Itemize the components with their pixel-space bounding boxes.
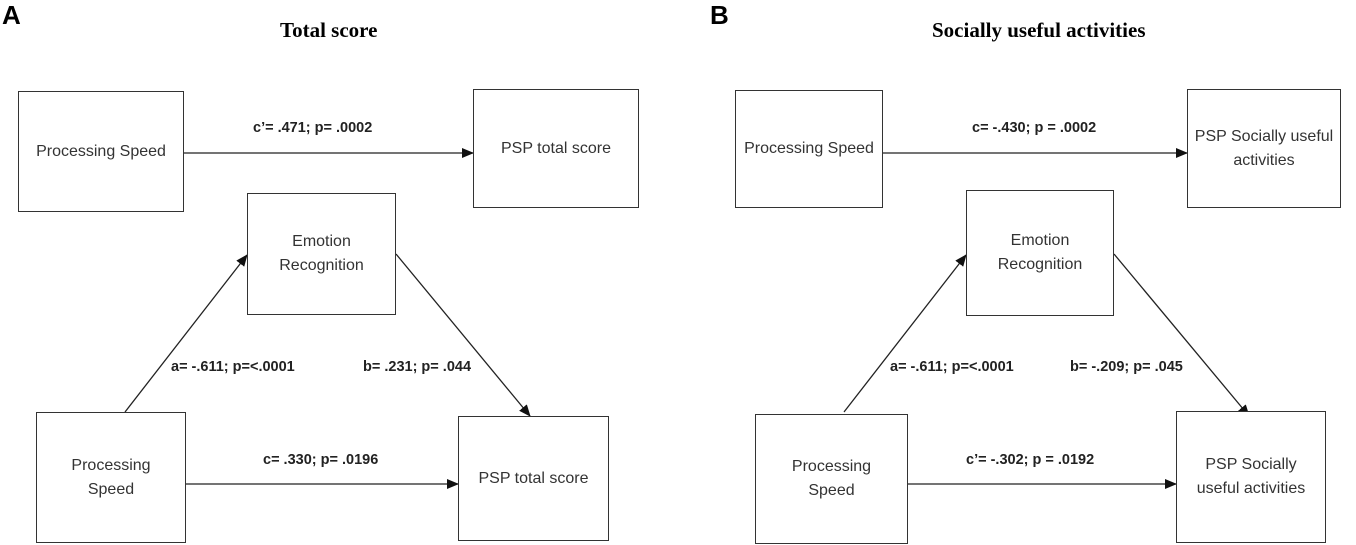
panel-a-top-predictor-label: Processing Speed — [36, 142, 166, 160]
panel-b-top-predictor-box: Processing Speed — [735, 90, 883, 208]
panel-a-bottom-predictor-box: Processing Speed — [36, 412, 186, 543]
panel-b-a-path-arrow — [843, 254, 967, 413]
panel-b-path-b-label: b= -.209; p= .045 — [1070, 359, 1183, 375]
panel-b-title: Socially useful activities — [932, 18, 1146, 42]
panel-a-b-path-arrow — [395, 253, 531, 417]
panel-a-bottom-outcome-label: PSP total score — [478, 469, 589, 487]
panel-a-letter: A — [2, 0, 21, 30]
panel-b-letter: B — [710, 0, 729, 30]
panel-a-bottom-outcome-box: PSP total score — [458, 416, 609, 541]
panel-a-path-b-label: b= .231; p= .044 — [363, 359, 472, 375]
panel-a-a-path-arrow — [124, 254, 248, 413]
panel-a-bottom-path-c-label: c= .330; p= .0196 — [263, 452, 379, 468]
panel-a-top-predictor-box: Processing Speed — [18, 91, 184, 212]
panel-b-bottom-outcome-box: PSP Socially useful activities — [1176, 411, 1326, 543]
panel-b-bottom-outcome-line1: PSP Socially — [1205, 456, 1297, 473]
panel-a: A Total score Processing Speed PSP total… — [2, 0, 639, 543]
panel-a-mediator-line1: Emotion — [292, 233, 351, 250]
panel-a-bottom-predictor-line2: Speed — [87, 480, 135, 498]
panel-b-bottom-path-c-label: c’= -.302; p = .0192 — [966, 452, 1095, 468]
panel-b-bottom-predictor-line1: Processing — [791, 458, 872, 475]
panel-a-top-path-c-label: c’= .471; p= .0002 — [253, 120, 373, 136]
panel-a-mediator-box: Emotion Recognition — [247, 193, 396, 315]
panel-b: B Socially useful activities Processing … — [710, 0, 1356, 545]
panel-a-arrows — [124, 148, 531, 489]
panel-b-bottom-predictor-line2: Speed — [808, 482, 855, 499]
panel-a-top-outcome-label: PSP total score — [501, 139, 611, 157]
panel-a-top-outcome-box: PSP total score — [473, 89, 639, 208]
panel-a-bottom-predictor-line1: Processing — [71, 456, 151, 474]
panel-b-arrows — [843, 148, 1250, 489]
panel-b-path-a-label: a= -.611; p=<.0001 — [890, 359, 1014, 375]
panel-b-bottom-predictor-box: Processing Speed — [755, 414, 908, 544]
panel-a-path-a-label: a= -.611; p=<.0001 — [171, 359, 295, 375]
panel-b-top-outcome-line1: PSP Socially useful — [1194, 127, 1334, 145]
panel-b-mediator-box: Emotion Recognition — [966, 190, 1114, 316]
panel-b-mediator-line1: Emotion — [1010, 232, 1070, 249]
panel-b-mediator-line2: Recognition — [997, 256, 1083, 273]
panel-b-b-path-arrow — [1113, 253, 1250, 417]
panel-b-bottom-outcome-line2: useful activities — [1196, 480, 1306, 497]
panel-b-top-predictor-label: Processing Speed — [744, 140, 874, 157]
panel-a-title: Total score — [280, 18, 378, 42]
panel-b-top-outcome-box: PSP Socially useful activities — [1187, 89, 1341, 208]
panel-b-top-path-c-label: c= -.430; p = .0002 — [972, 120, 1097, 136]
panel-b-top-outcome-line2: activities — [1233, 151, 1295, 169]
panel-a-mediator-line2: Recognition — [279, 257, 364, 274]
